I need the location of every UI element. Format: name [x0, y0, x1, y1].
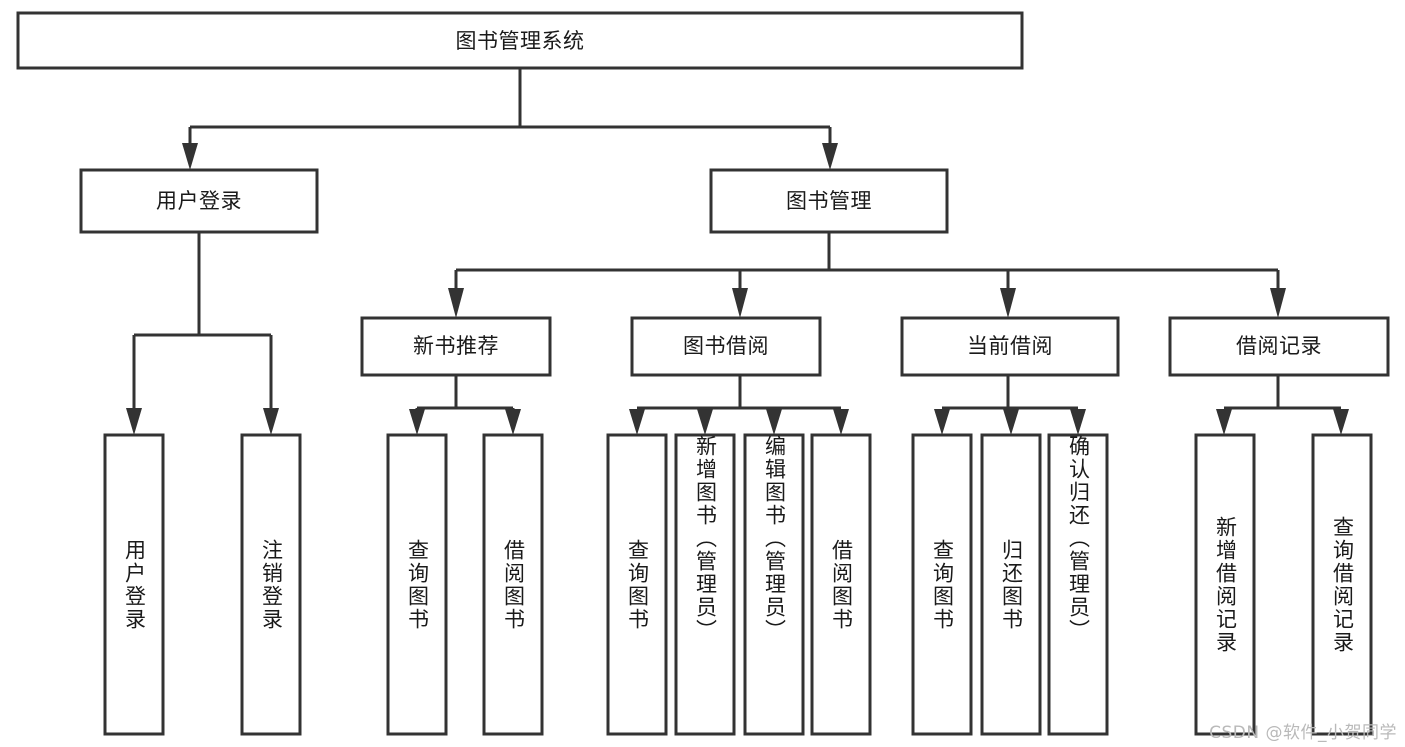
node-user-login-box[interactable]	[79, 168, 319, 234]
arrowhead-record-leaf-2	[1333, 409, 1349, 435]
node-user-login[interactable]: 用户登录	[79, 168, 319, 234]
node-root-box[interactable]	[16, 11, 1024, 70]
leaf-box-record-1[interactable]	[1311, 433, 1373, 736]
arrowhead-newbook-leaf-1	[409, 409, 425, 435]
leaf-box-borrow-3[interactable]	[810, 433, 872, 736]
node-current-borrow-box[interactable]	[900, 316, 1120, 377]
leaf-box-current-2[interactable]	[1047, 433, 1109, 736]
node-book-borrow[interactable]: 图书借阅	[630, 316, 822, 377]
arrowhead-logout-leaf	[263, 408, 279, 435]
arrowhead-borrow-leaf-4	[833, 409, 849, 435]
node-current-borrow[interactable]: 当前借阅	[900, 316, 1120, 377]
node-borrow-record-box[interactable]	[1168, 316, 1390, 377]
leaf-box-new-book-1[interactable]	[482, 433, 544, 736]
node-root[interactable]: 图书管理系统	[16, 11, 1024, 70]
node-new-book-recommend[interactable]: 新书推荐	[360, 316, 552, 377]
node-book-management-box[interactable]	[709, 168, 949, 234]
arrowhead-current-leaf-3	[1070, 409, 1086, 435]
leaf-box-borrow-2[interactable]	[743, 433, 805, 736]
arrowhead-userlogin	[182, 143, 198, 170]
arrowhead-record-leaf-1	[1216, 409, 1232, 435]
node-new-book-recommend-box[interactable]	[360, 316, 552, 377]
leaf-box-user-login-0[interactable]	[103, 433, 165, 736]
leaf-box-record-0[interactable]	[1194, 433, 1256, 736]
arrowhead-current-leaf-1	[934, 409, 950, 435]
leaf-box-user-login-1[interactable]	[240, 433, 302, 736]
node-borrow-record-label: 借阅记录	[1236, 334, 1322, 358]
node-book-borrow-label: 图书借阅	[683, 334, 769, 358]
node-new-book-recommend-label: 新书推荐	[413, 334, 499, 358]
node-book-borrow-box[interactable]	[630, 316, 822, 377]
node-borrow-record[interactable]: 借阅记录	[1168, 316, 1390, 377]
arrowhead-newbook-leaf-2	[505, 409, 521, 435]
arrowhead-borrow-leaf-2	[697, 409, 713, 435]
leaf-box-borrow-1[interactable]	[674, 433, 736, 736]
leaf-box-current-0[interactable]	[911, 433, 973, 736]
arrowhead-borrow-leaf-1	[629, 409, 645, 435]
arrowhead-current	[1000, 288, 1016, 318]
csdn-watermark: CSDN @软件_小贺同学	[1209, 723, 1397, 743]
connectors-layer	[126, 68, 1349, 435]
leaf-box-new-book-0[interactable]	[386, 433, 448, 736]
arrowhead-user-login-leaf	[126, 408, 142, 435]
arrowhead-newbook	[448, 288, 464, 318]
node-user-login-label: 用户登录	[156, 189, 242, 213]
arrowhead-borrow	[732, 288, 748, 318]
node-root-label: 图书管理系统	[456, 29, 585, 53]
arrowhead-current-leaf-2	[1003, 409, 1019, 435]
arrowhead-record	[1270, 288, 1286, 318]
leaf-box-borrow-0[interactable]	[606, 433, 668, 736]
arrowhead-borrow-leaf-3	[766, 409, 782, 435]
node-book-management[interactable]: 图书管理	[709, 168, 949, 234]
leaf-boxes-layer	[103, 433, 1373, 736]
arrowhead-bookmgmt	[822, 143, 838, 170]
node-book-management-label: 图书管理	[786, 189, 872, 213]
node-current-borrow-label: 当前借阅	[967, 334, 1053, 358]
leaf-box-current-1[interactable]	[980, 433, 1042, 736]
